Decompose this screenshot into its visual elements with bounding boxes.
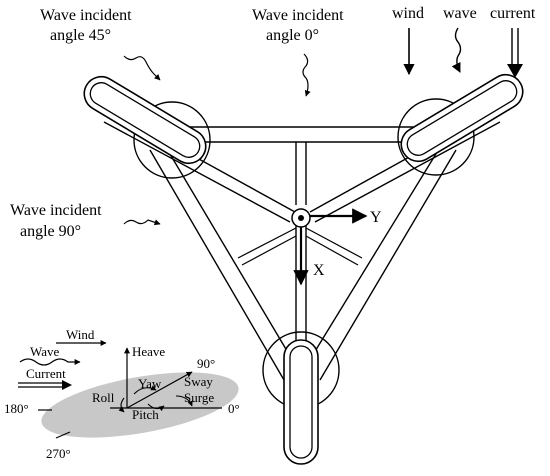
- wave45-squiggle-icon: [123, 55, 161, 81]
- wave-0-annotation: Wave incident angle 0°: [252, 7, 344, 97]
- top-brace: [180, 126, 428, 143]
- angle-270-label: 270°: [46, 446, 71, 461]
- center-bottom-strut: [295, 226, 307, 350]
- roll-arc-icon: [118, 397, 125, 413]
- legend-ellipse: [41, 372, 239, 438]
- wave90-label-line2: angle 90°: [20, 223, 81, 240]
- angle-270-tick: [55, 431, 71, 439]
- legend-wave-label: Wave: [30, 344, 59, 359]
- yaw-label: Yaw: [138, 376, 162, 391]
- motion-legend: Wind Wave Current Heave 90° Sway Yaw Rol…: [4, 327, 240, 461]
- wave90-squiggle-icon: [123, 219, 161, 226]
- wave0-label-line1: Wave incident: [252, 7, 344, 24]
- environment-loads: wind wave current: [392, 5, 536, 78]
- current-label: current: [490, 5, 536, 22]
- wave-arrow-icon: [451, 27, 462, 73]
- wave0-label-line2: angle 0°: [266, 27, 319, 44]
- surge-arc-icon: [175, 395, 193, 407]
- vertical-brace: [295, 142, 307, 205]
- angle-0-label: 0°: [228, 401, 240, 416]
- angle-90-label: 90°: [197, 356, 215, 371]
- pitch-label: Pitch: [132, 407, 159, 422]
- sway-arrow-icon: [126, 371, 193, 409]
- lower-braces: [237, 227, 363, 266]
- pontoon-bottom: [283, 339, 319, 465]
- wave-90-annotation: Wave incident angle 90°: [10, 202, 161, 240]
- current-arrow-icon: [507, 28, 523, 78]
- heave-label: Heave: [132, 344, 165, 359]
- wind-label: wind: [392, 5, 424, 22]
- legend-current-arrow-icon: [18, 380, 72, 390]
- pontoon-left: [83, 75, 207, 165]
- axis-y-label: Y: [370, 209, 382, 226]
- yaw-arc-icon: [133, 385, 157, 395]
- wave-45-annotation: Wave incident angle 45°: [40, 7, 161, 81]
- roll-label: Roll: [92, 390, 115, 405]
- surge-label: Surge: [184, 390, 214, 405]
- legend-wind-label: Wind: [66, 327, 95, 342]
- outer-legs: [149, 143, 457, 381]
- wave0-squiggle-icon: [302, 53, 311, 97]
- wave90-label-line1: Wave incident: [10, 202, 102, 219]
- sway-label: Sway: [184, 374, 213, 389]
- legend-current-label: Current: [26, 366, 66, 381]
- legend-wave-arrow-icon: [19, 358, 81, 366]
- wave45-label-line1: Wave incident: [40, 7, 132, 24]
- center-hub: Y X: [291, 208, 382, 286]
- angle-180-label: 180°: [4, 401, 29, 416]
- wave45-label-line2: angle 45°: [50, 27, 111, 44]
- wave-label: wave: [443, 5, 477, 22]
- pontoons: [83, 73, 524, 465]
- axis-x-label: X: [313, 262, 325, 279]
- pontoon-right: [400, 73, 524, 163]
